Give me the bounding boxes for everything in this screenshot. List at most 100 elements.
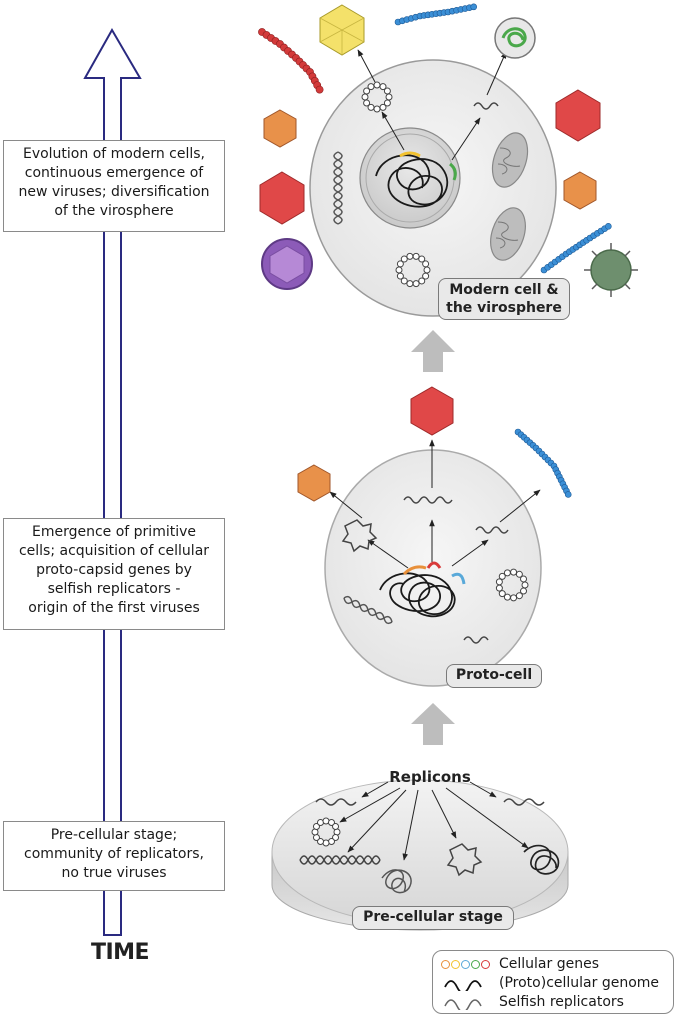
precellular-label: Pre-cellular stage bbox=[352, 906, 514, 930]
ring-bead bbox=[520, 587, 528, 595]
blue-filament-icon bbox=[394, 3, 478, 26]
stage-text-line: community of replicators, bbox=[24, 846, 204, 862]
replicon-arrows bbox=[339, 781, 529, 861]
stage-box-proto: Emergence of primitive cells; acquisitio… bbox=[3, 518, 225, 630]
ring-bead bbox=[520, 575, 528, 583]
red-capsid-icon bbox=[555, 89, 601, 142]
ring-bead bbox=[328, 818, 335, 826]
ring-bead bbox=[515, 570, 523, 578]
ring-bead bbox=[367, 83, 375, 91]
ring-bead bbox=[383, 99, 391, 107]
spiky-virus-icon bbox=[584, 243, 638, 297]
filament-bead bbox=[315, 85, 324, 94]
stage-text-line: Evolution of modern cells, bbox=[22, 146, 206, 162]
ring-bead bbox=[510, 568, 518, 576]
stage-text-line: of the virosphere bbox=[54, 203, 174, 219]
stage-text-line: proto-capsid genes by bbox=[36, 562, 192, 578]
blue-filament-icon bbox=[540, 223, 612, 274]
ring-bead bbox=[498, 572, 506, 580]
stage-box-precellular: Pre-cellular stage; community of replica… bbox=[3, 821, 225, 891]
ring-bead bbox=[495, 578, 503, 586]
stage-box-modern: Evolution of modern cells, continuous em… bbox=[3, 140, 225, 232]
gene-dot bbox=[461, 959, 470, 969]
stage-text-line: continuous emergence of bbox=[24, 165, 204, 181]
gray-wave-icon bbox=[463, 636, 489, 644]
ring-bead bbox=[317, 838, 324, 846]
stage-text-line: new viruses; diversification bbox=[18, 184, 210, 200]
orange-capsid-icon bbox=[563, 171, 597, 210]
star-replicon-icon bbox=[341, 519, 378, 553]
ring-bead bbox=[400, 277, 408, 285]
enveloped-virus-icon bbox=[261, 238, 313, 290]
replicons-label: Replicons bbox=[389, 768, 471, 786]
nucleus bbox=[359, 127, 461, 229]
ring-bead bbox=[367, 103, 375, 111]
stage-text-line: Pre-cellular stage; bbox=[50, 827, 178, 843]
mitochondria bbox=[490, 132, 529, 261]
legend-label: Cellular genes bbox=[499, 956, 599, 972]
proto-cell-label: Proto-cell bbox=[446, 664, 542, 688]
legend-item-selfish: Selfish replicators bbox=[441, 993, 624, 1011]
red-filament-icon bbox=[258, 28, 324, 94]
protocellular-genome-icon bbox=[379, 572, 456, 618]
ring-bead bbox=[503, 569, 511, 577]
stage-text-line: cells; acquisition of cellular bbox=[18, 543, 210, 559]
ring-bead bbox=[406, 280, 414, 288]
ring-bead bbox=[418, 277, 426, 285]
gray-wave-icon bbox=[473, 102, 499, 110]
ring-bead bbox=[332, 823, 340, 830]
phage-inside-cell-icon bbox=[494, 17, 536, 59]
ring-bead bbox=[373, 105, 381, 113]
filament-bead bbox=[605, 223, 612, 230]
ring-bead bbox=[385, 93, 393, 101]
ring-bead bbox=[418, 255, 426, 263]
gray-wave-icon bbox=[503, 798, 545, 806]
stage-text-line: no true viruses bbox=[61, 865, 167, 881]
ring-bead bbox=[503, 593, 511, 601]
ring-bead bbox=[312, 823, 320, 830]
gene-dot bbox=[441, 959, 450, 969]
proto-cell-contents bbox=[341, 496, 509, 644]
modern-cell-arrows bbox=[357, 49, 507, 161]
modern-cell-contents bbox=[333, 102, 499, 225]
modern-cell-label: Modern cell & the virosphere bbox=[438, 278, 570, 320]
gray-wave-icon bbox=[315, 798, 357, 806]
proto-cell-arrows bbox=[329, 439, 541, 569]
ring-bead bbox=[395, 266, 403, 274]
ring-bead bbox=[498, 590, 506, 598]
ring-bead bbox=[515, 592, 523, 600]
legend-item-genome: (Proto)cellular genome bbox=[441, 974, 659, 992]
proto-cell bbox=[324, 449, 542, 687]
ring-bead bbox=[422, 272, 430, 280]
star-replicon-icon bbox=[446, 843, 483, 877]
ring-bead bbox=[332, 834, 340, 841]
ring-bead bbox=[495, 584, 503, 592]
ring-bead bbox=[396, 260, 404, 268]
virosphere bbox=[258, 3, 638, 602]
cellular-gene-red bbox=[426, 561, 442, 569]
ring-bead bbox=[363, 87, 371, 95]
stage-text-line: origin of the first viruses bbox=[28, 600, 200, 616]
ring-bead bbox=[423, 266, 431, 274]
legend-label: (Proto)cellular genome bbox=[499, 975, 660, 991]
orange-capsid-icon bbox=[263, 109, 297, 148]
gray-wave-icon bbox=[475, 526, 509, 534]
cellular-genome-icon bbox=[375, 154, 449, 208]
ring-bead bbox=[406, 252, 414, 260]
ring-bead bbox=[412, 280, 420, 288]
colored-dots-icon bbox=[441, 959, 493, 969]
ring-bead bbox=[361, 93, 369, 101]
ring-bead bbox=[412, 252, 420, 260]
tangle-icon bbox=[523, 844, 560, 875]
ring-bead bbox=[363, 99, 371, 107]
ring-bead bbox=[383, 87, 391, 95]
legend: Cellular genes (Proto)cellular genome Se… bbox=[432, 950, 674, 1014]
orange-capsid-icon bbox=[297, 464, 331, 502]
legend-label: Selfish replicators bbox=[499, 994, 624, 1010]
ring-bead bbox=[400, 255, 408, 263]
ring-bead bbox=[373, 81, 381, 89]
proto-cell-viruses bbox=[297, 386, 454, 502]
